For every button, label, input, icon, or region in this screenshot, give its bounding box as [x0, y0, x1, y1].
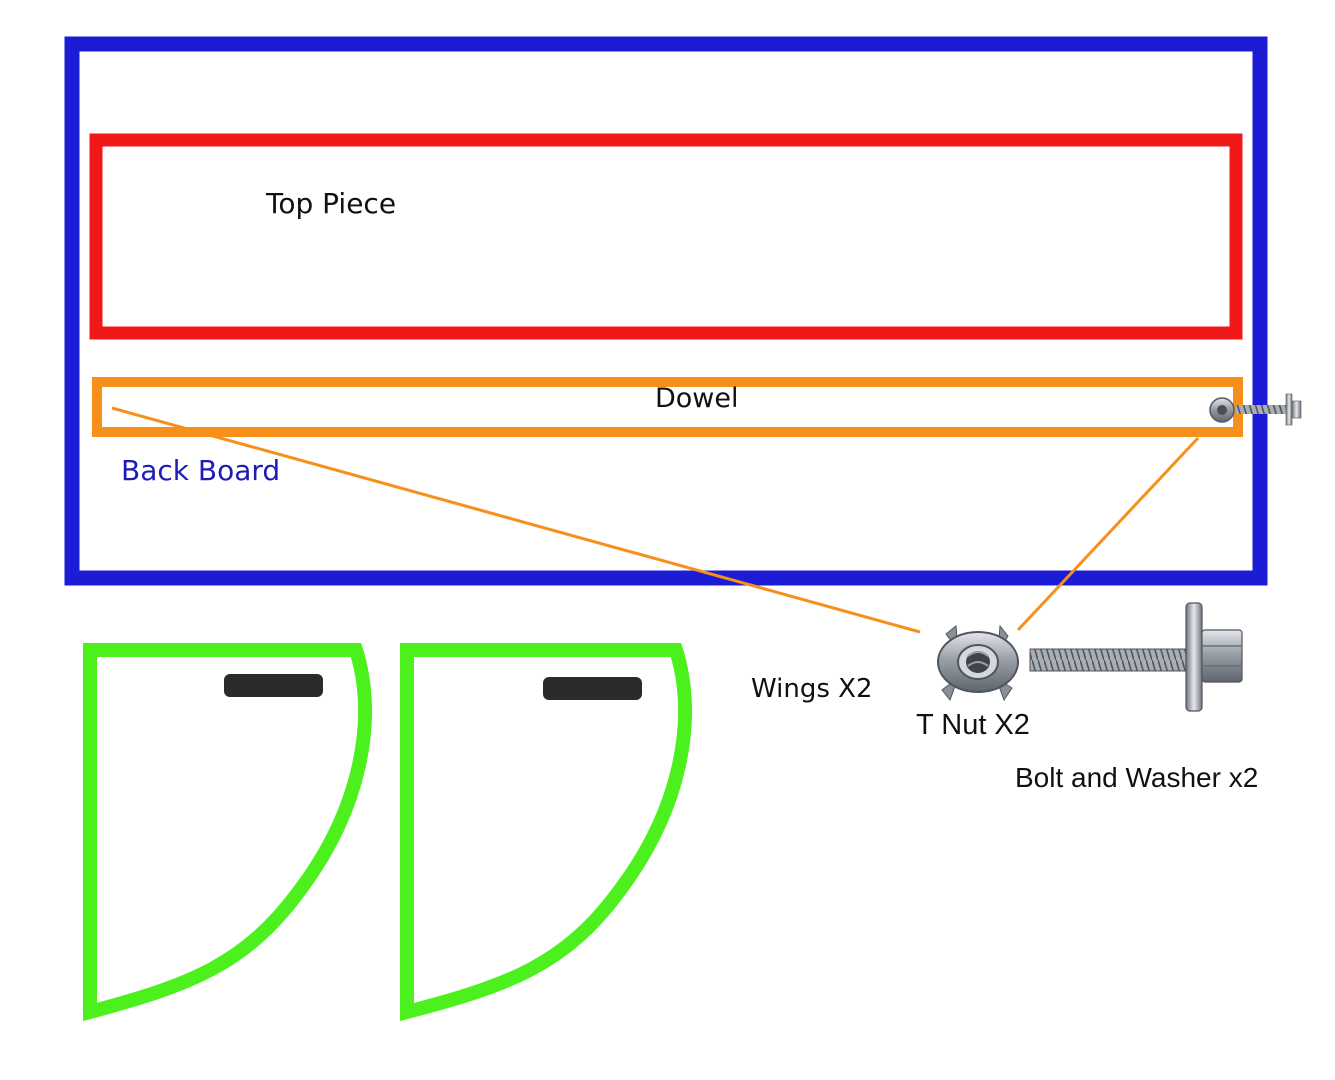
leader-line-right [1016, 436, 1200, 632]
dowel-label: Dowel [655, 383, 739, 414]
leader-line-left [111, 406, 921, 634]
t-nut-icon [937, 624, 1019, 702]
wings-label: Wings X2 [751, 674, 873, 704]
t-nut-label: T Nut X2 [916, 709, 1030, 741]
wing-left [83, 643, 372, 1022]
bolt-washer-icon [1029, 602, 1243, 712]
wing-right-slot [543, 677, 642, 700]
back-board-frame [64, 36, 1268, 586]
top-piece-label: Top Piece [265, 187, 396, 220]
wing-right [400, 643, 692, 1022]
top-piece-frame [89, 133, 1243, 340]
installed-hardware-icon [1209, 393, 1302, 426]
bolt-washer-label: Bolt and Washer x2 [1015, 762, 1258, 793]
back-board-label: Back Board [121, 454, 280, 487]
wing-left-slot [224, 674, 323, 697]
